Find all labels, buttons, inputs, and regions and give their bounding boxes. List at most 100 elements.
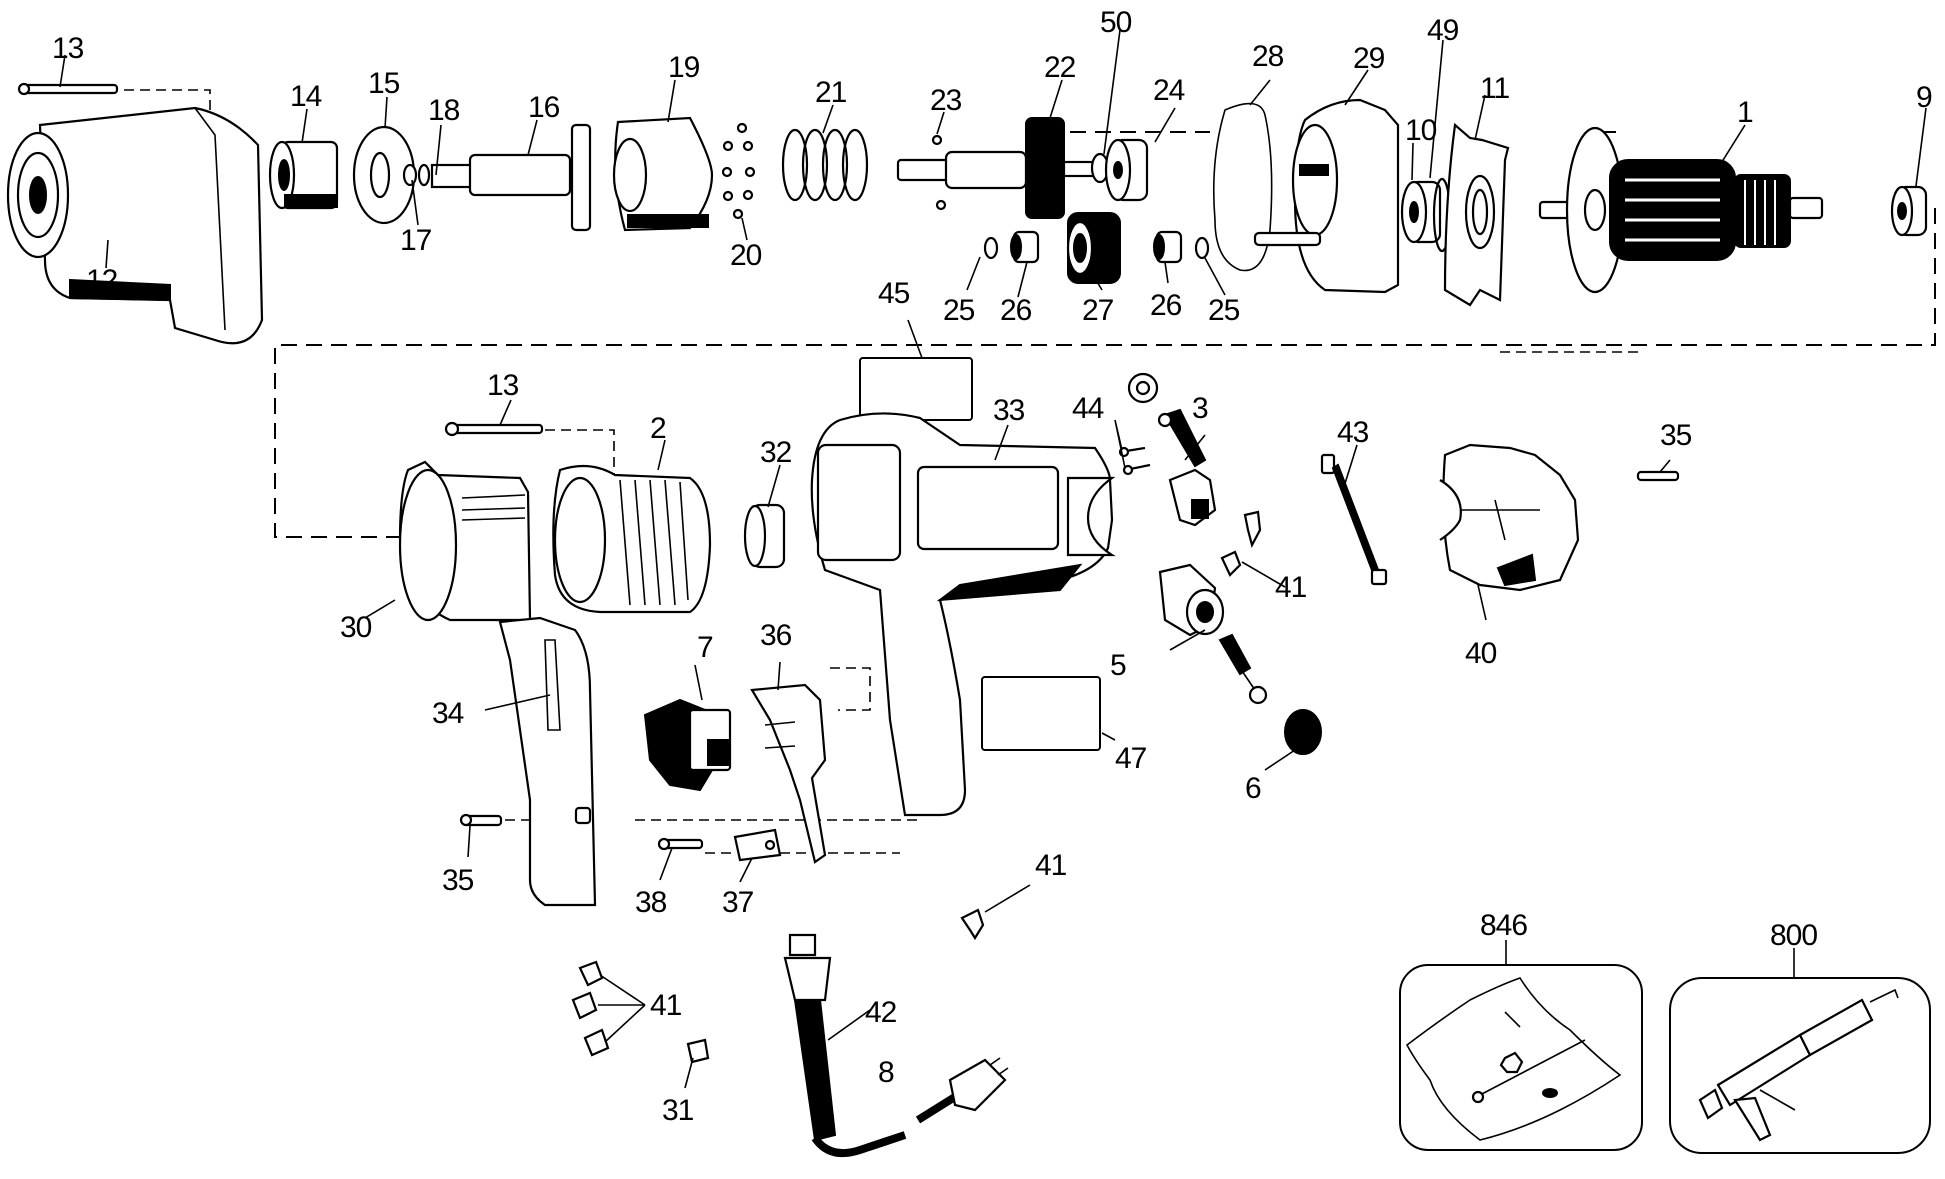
label-35: 35 (1660, 419, 1692, 452)
part-24-bearing (1104, 138, 1149, 202)
part-brush-holder (1168, 468, 1262, 548)
part-14-bushing (268, 140, 339, 210)
part-32-bushing (743, 503, 786, 569)
label-1: 1 (1737, 96, 1753, 129)
label-13: 13 (487, 369, 519, 402)
part-43-lead (1320, 453, 1388, 586)
part-1-armature (1538, 126, 1824, 294)
part-38-screw (657, 837, 704, 851)
part-22-spindle (896, 117, 1096, 219)
label-41: 41 (650, 989, 682, 1022)
kit-846-hardware-bag (1399, 964, 1643, 1151)
label-41: 41 (1275, 571, 1307, 604)
label-3: 3 (1192, 392, 1208, 425)
label-17: 17 (400, 224, 432, 257)
part-3-brush (1157, 408, 1207, 468)
label-32: 32 (760, 436, 792, 469)
label-26: 26 (1150, 289, 1182, 322)
part-21-spring (781, 128, 869, 202)
label-31: 31 (662, 1094, 694, 1127)
part-28-gasket (1212, 102, 1273, 272)
label-40: 40 (1465, 637, 1497, 670)
part-brush-cap (1127, 372, 1159, 404)
part-31-wire-nut (686, 1038, 710, 1064)
label-10: 10 (1405, 114, 1437, 147)
part-25-washer (983, 236, 999, 260)
label-14: 14 (290, 80, 322, 113)
label-21: 21 (815, 76, 847, 109)
label-9: 9 (1916, 81, 1932, 114)
part-11-baffle (1443, 122, 1510, 307)
part-41-terminal (1220, 550, 1242, 577)
label-44: 44 (1072, 392, 1104, 425)
part-47-label (981, 676, 1101, 751)
part-26-needle-bearing (1153, 230, 1183, 264)
part-19-hammer (612, 116, 714, 232)
part-8-cord-set (811, 1057, 1009, 1157)
label-43: 43 (1337, 416, 1369, 449)
part-40-rear-housing (1439, 443, 1580, 592)
part-35-screw (459, 813, 503, 827)
part-2-field (552, 464, 712, 614)
label-13: 13 (52, 32, 84, 65)
leader-lines (59, 29, 1927, 1089)
part-26-needle-bearing (1010, 230, 1040, 264)
part-25-washer (1194, 236, 1210, 260)
part-13-screw (444, 421, 544, 437)
part-27-gear (1066, 212, 1121, 284)
label-45: 45 (878, 277, 910, 310)
label-25: 25 (1208, 294, 1240, 327)
part-33-housing (810, 412, 1116, 817)
part-labels: 13 12 14 15 18 17 16 19 20 21 23 22 50 2… (52, 6, 1933, 1127)
label-42: 42 (865, 996, 897, 1029)
part-42-cord-protector (783, 933, 837, 1142)
label-8: 8 (878, 1056, 894, 1089)
part-brush-spring (1218, 633, 1268, 705)
part-45-nameplate (859, 357, 973, 421)
part-16-anvil (430, 123, 592, 232)
part-41-terminals (571, 960, 610, 1057)
part-7-switch (643, 698, 732, 792)
part-29-gear-housing (1253, 98, 1400, 294)
label-26: 26 (1000, 294, 1032, 327)
part-23-ball (931, 134, 947, 211)
label-30: 30 (340, 611, 372, 644)
part-6-brush-cap (1284, 709, 1322, 755)
part-36-switch-bracket (750, 683, 827, 864)
label-11: 11 (1480, 72, 1509, 105)
part-12-gear-case (6, 106, 264, 345)
label-846: 846 (1480, 909, 1527, 942)
part-37-cord-clamp (733, 828, 782, 862)
label-29: 29 (1353, 42, 1385, 75)
label-20: 20 (730, 239, 762, 272)
label-800: 800 (1770, 919, 1817, 952)
label-2: 2 (650, 412, 666, 445)
part-5-brush-holder (1158, 563, 1225, 637)
assembly-guide-line (830, 667, 871, 711)
part-35-screw (1636, 470, 1680, 482)
label-18: 18 (428, 94, 460, 127)
label-37: 37 (722, 886, 754, 919)
part-44-terminals (1118, 446, 1151, 476)
part-20-steel-balls (721, 122, 756, 220)
label-15: 15 (368, 67, 400, 100)
label-38: 38 (635, 886, 667, 919)
label-23: 23 (930, 84, 962, 117)
part-10-bearing (1400, 180, 1442, 244)
label-6: 6 (1245, 772, 1261, 805)
label-16: 16 (528, 91, 560, 124)
label-34: 34 (432, 697, 464, 730)
label-41: 41 (1035, 849, 1067, 882)
part-34-handle (498, 616, 597, 907)
label-50: 50 (1100, 6, 1132, 39)
part-15-washer (352, 125, 416, 225)
label-47: 47 (1115, 742, 1147, 775)
label-49: 49 (1427, 14, 1459, 47)
label-36: 36 (760, 619, 792, 652)
part-30-field-case-end (398, 460, 532, 622)
label-22: 22 (1044, 51, 1076, 84)
kit-800-grease-gun (1669, 977, 1931, 1154)
label-24: 24 (1153, 74, 1185, 107)
label-25: 25 (943, 294, 975, 327)
